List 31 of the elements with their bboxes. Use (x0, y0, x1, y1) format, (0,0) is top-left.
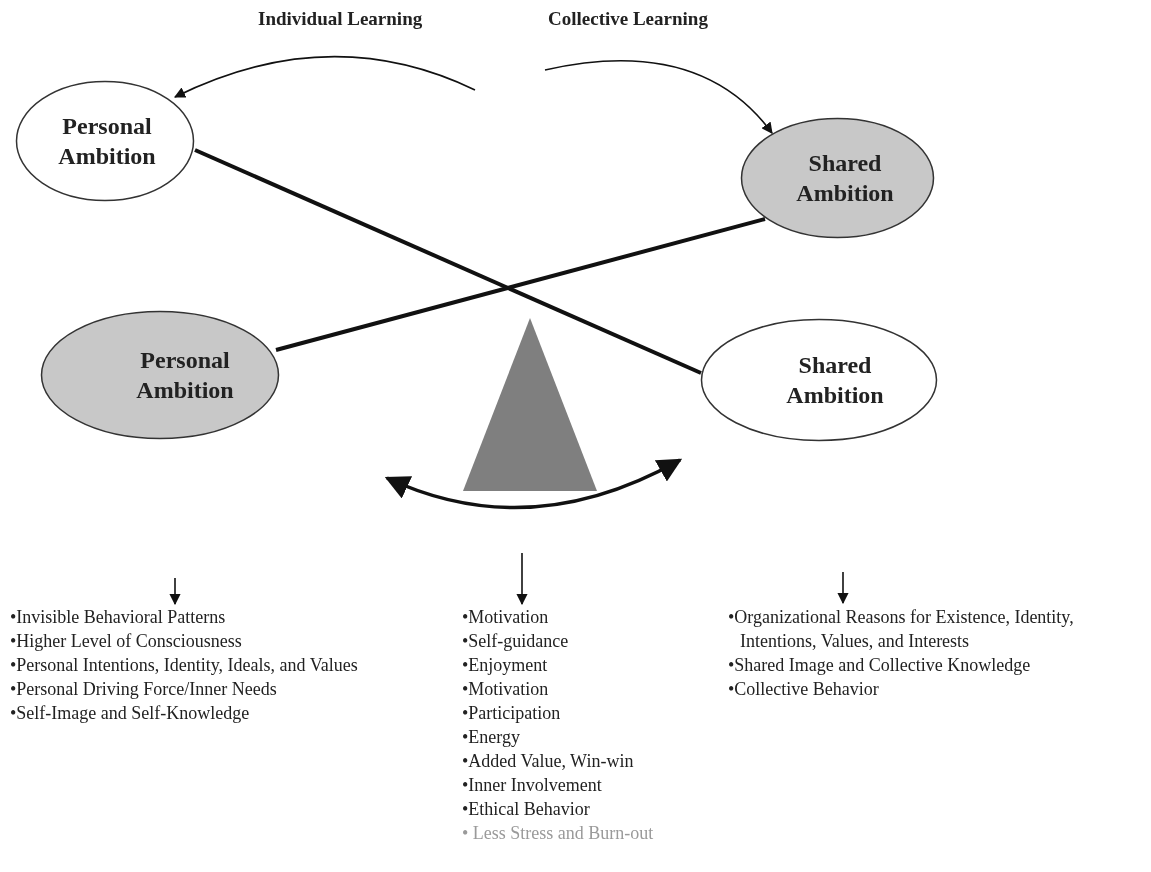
bullet-point: •Participation (462, 702, 562, 725)
bullet-point: • Less Stress and Burn-out (462, 822, 655, 845)
down-arrow (837, 571, 849, 605)
bullet-point: •Collective Behavior (728, 678, 880, 701)
bullet-point: •Personal Intentions, Identity, Ideals, and Values (10, 654, 359, 677)
bullet-point: •Personal Driving Force/Inner Needs (10, 678, 278, 701)
ambition-ellipse (700, 318, 938, 442)
bullet-point: •Self-guidance (462, 630, 570, 653)
seesaw-beam (194, 148, 702, 375)
bullet-point: •Invisible Behavioral Patterns (10, 606, 227, 629)
fulcrum-triangle (463, 318, 597, 491)
bullet-point: •Inner Involvement (462, 774, 603, 797)
node-label: Personal Ambition (135, 346, 235, 405)
ambition-ellipse (15, 80, 195, 202)
down-arrow (516, 552, 528, 606)
bullet-point: •Self-Image and Self-Knowledge (10, 702, 251, 725)
bullet-point: •Shared Image and Collective Knowledge (728, 654, 1032, 677)
bullet-point: •Added Value, Win-win (462, 750, 635, 773)
ambition-ellipse (740, 117, 935, 239)
bullet-point: •Ethical Behavior (462, 798, 591, 821)
bullet-point: •Higher Level of Consciousness (10, 630, 243, 653)
node-label: Shared Ambition (795, 149, 895, 208)
node-label: Shared Ambition (785, 351, 885, 410)
node-label: Personal Ambition (57, 112, 157, 171)
bullet-point: •Energy (462, 726, 521, 749)
seesaw-beam (275, 217, 766, 352)
curved-arrow (544, 60, 773, 134)
curved-arrow (174, 55, 476, 98)
bullet-point: •Organizational Reasons for Existence, Identity, Intentions, Values, and Interests (728, 606, 1075, 653)
ambition-ellipse (40, 310, 280, 440)
down-arrow (169, 577, 181, 606)
